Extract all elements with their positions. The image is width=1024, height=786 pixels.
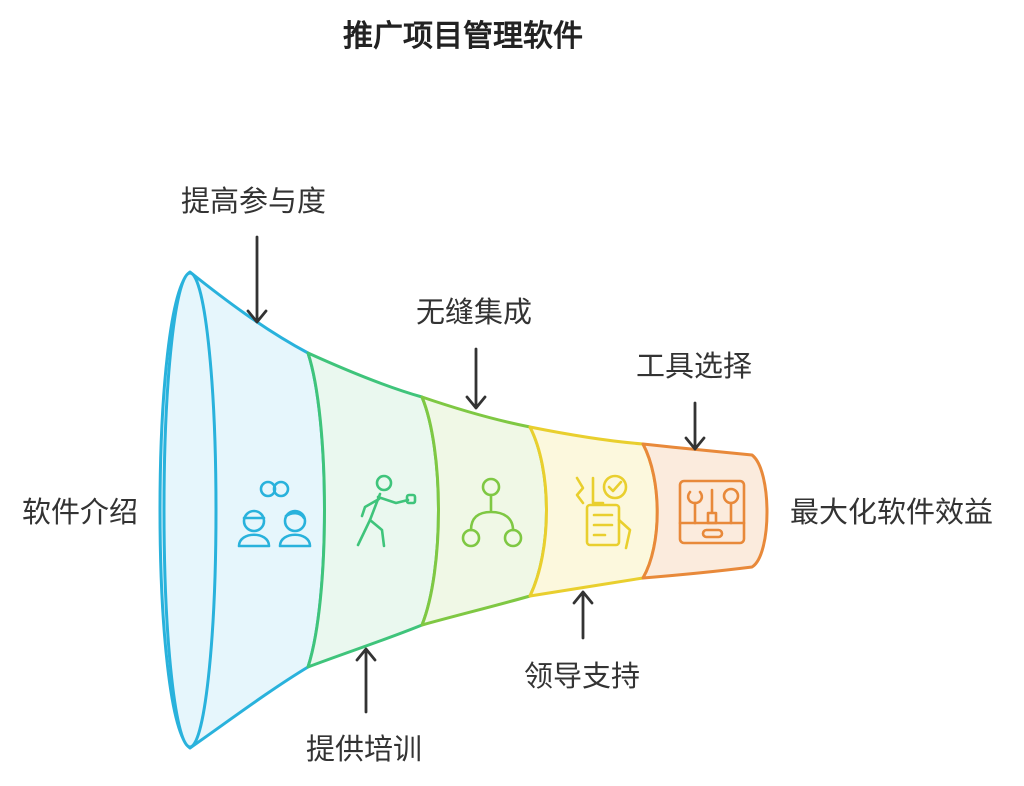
funnel-mouth: [162, 271, 218, 749]
callout-tool-selection: 工具选择: [636, 349, 753, 383]
callout-software-intro: 软件介绍: [22, 495, 139, 529]
network-integration-icon: [461, 477, 523, 548]
community-engagement-icon: [237, 480, 312, 548]
training-figure-icon: [356, 474, 417, 548]
funnel-stage-5: [641, 442, 769, 580]
arrow-training: [355, 647, 377, 714]
arrow-engagement: [246, 235, 268, 324]
approval-checklist-icon: [575, 474, 632, 550]
callout-integration: 无缝集成: [416, 295, 533, 329]
toolbox-icon: [678, 479, 746, 545]
arrow-integration: [465, 347, 487, 410]
funnel-stage-3: [420, 395, 548, 627]
callout-arrows: [246, 235, 706, 714]
callout-maximize-benefit: 最大化软件效益: [790, 495, 994, 529]
arrow-tool-selection: [684, 401, 706, 451]
callout-training: 提供培训: [306, 732, 423, 766]
callout-engagement: 提高参与度: [181, 184, 327, 218]
funnel-stage-4: [528, 425, 659, 598]
callout-leadership: 领导支持: [524, 659, 641, 693]
diagram-title: 推广项目管理软件: [343, 19, 583, 54]
arrow-leadership: [572, 590, 594, 640]
